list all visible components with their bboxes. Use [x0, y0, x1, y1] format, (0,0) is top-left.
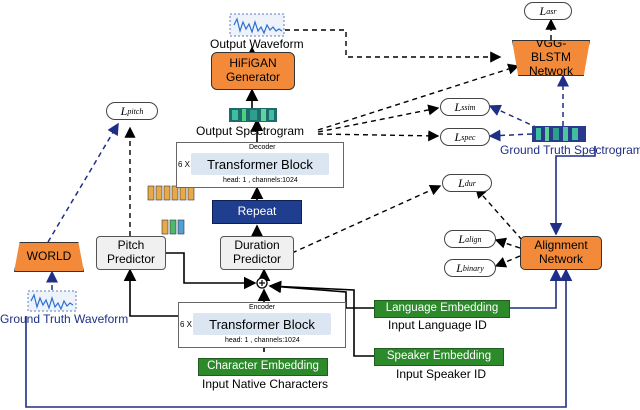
- arrow-gt-spec-to-ssim: [488, 104, 539, 129]
- alignment-network: Alignment Network: [520, 236, 602, 270]
- output-spectrogram-label: Output Spectrogram: [196, 124, 305, 138]
- encoder-block: Encoder 6 X Transformer Block head: 1 , …: [178, 302, 346, 348]
- loss-dur-symbol: L: [458, 175, 465, 190]
- arrow-spectrogram-to-ssim: [317, 104, 440, 133]
- input-chars-label: Input Native Characters: [202, 377, 329, 391]
- hifigan-generator: HiFiGAN Generator: [211, 52, 295, 90]
- vgg-label: VGG-BLSTM Network: [528, 36, 573, 78]
- input-language-label: Input Language ID: [388, 318, 487, 332]
- pitch-embedding-bars: [147, 185, 195, 201]
- loss-align-sub: align: [465, 234, 482, 244]
- loss-spec-symbol: L: [454, 129, 462, 144]
- world-label: WORLD: [26, 249, 72, 264]
- character-embedding: Character Embedding: [198, 358, 328, 376]
- decoder-params: head: 1 , channels:1024: [223, 177, 298, 184]
- arrow-language-to-sum: [268, 280, 374, 309]
- input-speaker-label: Input Speaker ID: [396, 367, 487, 381]
- repeat-label: Repeat: [237, 204, 277, 219]
- arrow-waveform-to-vgg: [285, 29, 502, 63]
- loss-pitch-symbol: L: [120, 103, 128, 118]
- arrow-gt-spec-to-spec: [488, 129, 533, 142]
- duration-label: Duration Predictor: [232, 238, 282, 266]
- arrow-language-to-alignment: [510, 268, 563, 309]
- world-vocoder: WORLD: [14, 242, 84, 272]
- encoder-title: Encoder: [249, 304, 276, 311]
- decoder-repeat: 6 X: [178, 160, 191, 169]
- arrow-alignment-to-lalign: [494, 237, 521, 249]
- output-spectrogram-icon: [229, 108, 277, 122]
- hifigan-label: HiFiGAN Generator: [225, 56, 281, 84]
- ground-truth-waveform-label: Ground Truth Waveform: [0, 312, 129, 326]
- ground-truth-spectrogram-icon: [532, 126, 586, 142]
- output-waveform-icon: [229, 13, 285, 37]
- encoder-repeat: 6 X: [180, 320, 193, 329]
- arrow-alignment-to-dur: [475, 186, 523, 241]
- loss-ssim-symbol: L: [454, 99, 462, 114]
- loss-dur-sub: dur: [464, 178, 476, 188]
- arrow-chars-to-alignment: [25, 268, 573, 408]
- character-embedding-label: Character Embedding: [207, 360, 319, 373]
- arrow-world-to-lpitch: [47, 122, 119, 243]
- encoder-params: head: 1 , channels:1024: [225, 337, 300, 344]
- ground-truth-spectrogram-label: Ground Truth Spectrogram: [500, 143, 640, 157]
- pitch-predictor: Pitch Predictor: [96, 236, 166, 270]
- loss-binary-symbol: L: [456, 260, 463, 275]
- encoder-transformer-block: Transformer Block: [193, 313, 331, 335]
- alignment-label: Alignment Network: [534, 238, 588, 266]
- loss-asr-symbol: L: [539, 3, 547, 18]
- arrow-spectrogram-to-spec: [317, 130, 440, 142]
- loss-ssim-sub: ssim: [461, 102, 476, 112]
- pitch-label: Pitch Predictor: [106, 238, 156, 266]
- repeat-block: Repeat: [212, 200, 302, 224]
- arrow-encoder-to-pitch: [123, 268, 178, 317]
- language-embedding-label: Language Embedding: [385, 302, 499, 315]
- arrow-speaker-to-sum: [269, 285, 374, 357]
- duration-predictor: Duration Predictor: [220, 236, 294, 270]
- output-waveform-label: Output Waveform: [210, 37, 304, 51]
- duration-embedding-bars: [161, 219, 185, 235]
- decoder-title: Decoder: [249, 144, 276, 151]
- loss-align-symbol: L: [458, 231, 466, 246]
- loss-binary-sub: binary: [462, 263, 484, 273]
- loss-pitch-sub: pitch: [127, 106, 144, 116]
- speaker-embedding-label: Speaker Embedding: [386, 350, 492, 363]
- speaker-embedding: Speaker Embedding: [374, 348, 504, 366]
- decoder-transformer-block: Transformer Block: [191, 153, 329, 175]
- arrow-duration-to-dur: [291, 184, 442, 254]
- arrow-pitch-to-sum: [166, 252, 257, 290]
- vgg-blstm-network: VGG-BLSTM Network: [512, 40, 590, 76]
- arrow-gt-spec-to-alignment: [549, 146, 596, 236]
- loss-asr-sub: asr: [546, 6, 557, 16]
- arrow-alignment-to-lbinary: [494, 255, 521, 268]
- language-embedding: Language Embedding: [374, 300, 510, 318]
- decoder-block: Decoder 6 X Transformer Block head: 1 , …: [176, 142, 344, 188]
- loss-spec-sub: spec: [461, 132, 476, 142]
- ground-truth-waveform-icon: [27, 290, 77, 312]
- arrow-spectrogram-to-vgg: [317, 63, 520, 131]
